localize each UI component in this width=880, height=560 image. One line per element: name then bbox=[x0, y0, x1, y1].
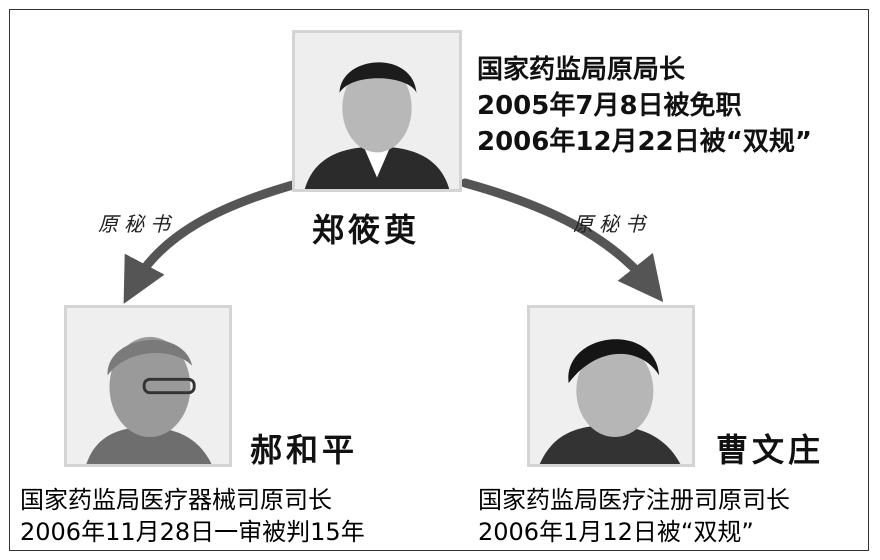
center-info-date2: 2006年12月22日被“双规” bbox=[477, 127, 812, 157]
diagram-frame bbox=[9, 9, 869, 551]
person-silhouette-icon bbox=[295, 33, 459, 189]
left-name: 郝和平 bbox=[250, 431, 359, 469]
center-name: 郑筱萸 bbox=[312, 211, 421, 249]
right-relation-label: 原秘书 bbox=[573, 212, 651, 236]
right-caption-date: 2006年1月12日被“双规” bbox=[478, 518, 754, 546]
left-portrait bbox=[64, 305, 232, 467]
center-portrait bbox=[292, 30, 462, 192]
left-caption-date: 2006年11月28日一审被判15年 bbox=[20, 518, 365, 546]
left-relation-label: 原秘书 bbox=[98, 212, 176, 236]
right-name: 曹文庄 bbox=[716, 431, 825, 469]
left-caption: 国家药监局医疗器械司原司长 2006年11月28日一审被判15年 bbox=[20, 484, 365, 548]
person-silhouette-icon bbox=[530, 308, 692, 464]
right-caption: 国家药监局医疗注册司原司长 2006年1月12日被“双规” bbox=[478, 484, 790, 548]
person-silhouette-icon bbox=[67, 308, 229, 464]
left-caption-title: 国家药监局医疗器械司原司长 bbox=[20, 486, 332, 514]
center-info: 国家药监局原局长 2005年7月8日被免职 2006年12月22日被“双规” bbox=[477, 52, 812, 160]
center-info-title: 国家药监局原局长 bbox=[477, 55, 686, 85]
right-caption-title: 国家药监局医疗注册司原司长 bbox=[478, 486, 790, 514]
right-portrait bbox=[527, 305, 695, 467]
center-info-date1: 2005年7月8日被免职 bbox=[477, 91, 742, 121]
